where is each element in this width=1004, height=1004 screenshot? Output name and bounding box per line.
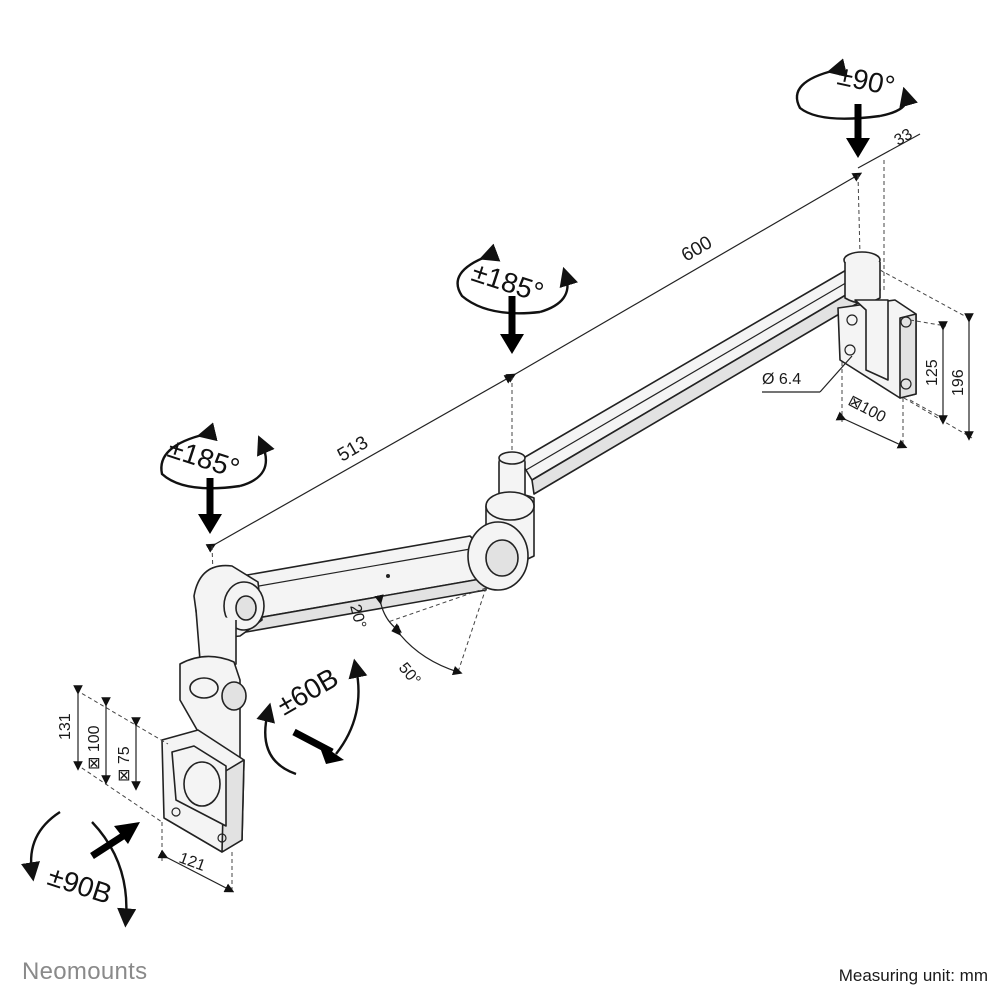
wall-plate [837, 251, 917, 399]
dimension-vesa-100: ⊠ 100 [86, 697, 111, 785]
long-arm [519, 261, 881, 495]
dimension-196-label: 196 [950, 369, 967, 396]
dimension-131-label: 131 [57, 713, 74, 740]
dimension-125: 125 [909, 319, 948, 425]
dimension-196: 196 [879, 269, 974, 441]
rotation-90-bottom-label: ±90B [44, 860, 116, 910]
front-joint [179, 564, 265, 771]
rotation-90-bottom: ±90B [21, 810, 140, 928]
monitor-plate [161, 729, 245, 853]
rotation-185-front: ±185° [160, 422, 275, 534]
rotation-tilt-label: ±60B [272, 662, 344, 721]
dimension-125-label: 125 [924, 359, 941, 386]
dimension-wall-vesa-label: ⊠100 [845, 393, 888, 427]
elbow-joint [467, 521, 529, 591]
rotation-tilt: ±60B [256, 658, 368, 776]
rotation-90-top-label: ±90° [835, 60, 898, 102]
rotation-185-front-label: ±185° [164, 432, 243, 484]
dimension-vesa-75: ⊠ 75 [116, 717, 141, 791]
angle-20-label: 20° [346, 603, 369, 631]
measuring-unit: Measuring unit: mm [838, 966, 988, 985]
dimension-131: 131 [57, 685, 169, 823]
dimension-513-label: 513 [334, 432, 372, 466]
brand-logo: Neomounts [22, 958, 148, 985]
dimension-33-label: 33 [892, 126, 916, 150]
dimension-hole: Ø 6.4 [762, 355, 853, 393]
angle-50-label: 50° [395, 660, 424, 689]
dimension-vesa-100-label: ⊠ 100 [86, 725, 103, 770]
rotation-185-middle: ±185° [456, 243, 578, 354]
rotation-90-top: ±90° [795, 58, 918, 158]
dimension-vesa-75-label: ⊠ 75 [116, 746, 133, 782]
dimension-121-label: 121 [177, 850, 208, 875]
dimension-33: 33 [857, 126, 921, 290]
dimension-hole-label: Ø 6.4 [762, 371, 801, 388]
rotation-185-middle-label: ±185° [468, 256, 547, 308]
